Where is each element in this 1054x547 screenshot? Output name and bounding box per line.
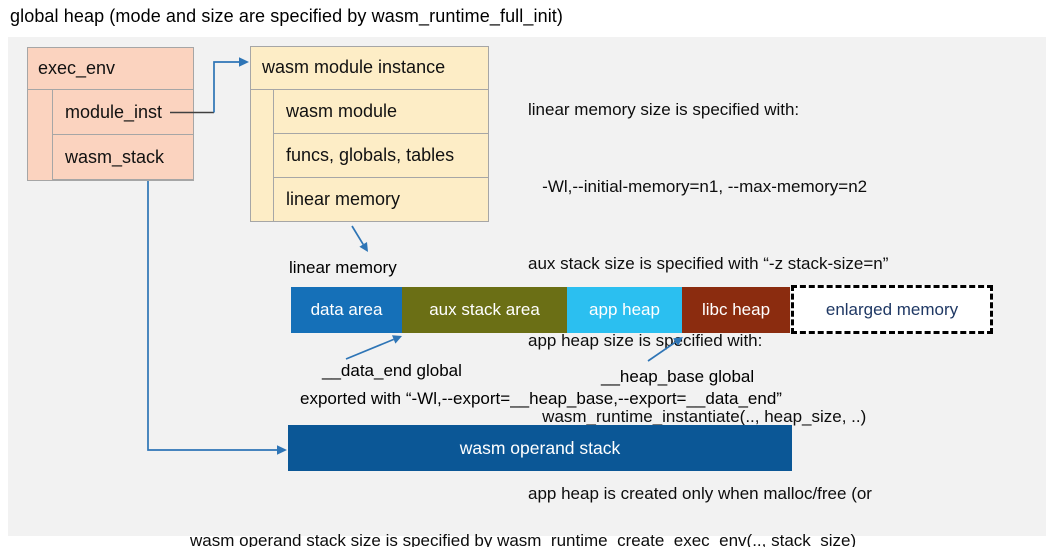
segment-libc-heap: libc heap — [682, 287, 790, 333]
info-line: linear memory size is specified with: — [528, 100, 800, 120]
diagram-title: global heap (mode and size are specified… — [10, 6, 563, 26]
exec-env-label: exec_env — [27, 47, 194, 90]
linear-memory-label: linear memory — [289, 258, 397, 277]
size-notes-text: linear memory size is specified with: -W… — [528, 46, 888, 547]
info-line: app heap is created only when malloc/fre… — [528, 484, 872, 504]
module-instance-label: wasm module instance — [250, 46, 489, 90]
note-line: wasm operand stack size is specified by … — [190, 531, 857, 547]
info-line: wasm_runtime_instantiate(.., heap_size, … — [528, 407, 867, 427]
export-flags-annotation: exported with “-Wl,--export=__heap_base,… — [300, 389, 782, 408]
data-end-annotation: __data_end global — [322, 361, 462, 380]
wasm-stack-box: wasm_stack — [52, 134, 194, 180]
segment-app-heap: app heap — [567, 287, 682, 333]
segment-data-area: data area — [291, 287, 402, 333]
heap-base-annotation: __heap_base global — [601, 367, 755, 386]
row-wasm-module: wasm module — [273, 89, 489, 134]
segment-enlarged-memory: enlarged memory — [791, 285, 993, 334]
segment-aux-stack-area: aux stack area — [402, 287, 567, 333]
operand-stack-note: wasm operand stack size is specified by … — [190, 481, 856, 547]
wasm-operand-stack-box: wasm operand stack — [288, 425, 792, 471]
row-funcs-globals-tables: funcs, globals, tables — [273, 133, 489, 178]
info-line: aux stack size is specified with “-z sta… — [528, 253, 889, 273]
info-line: -Wl,--initial-memory=n1, --max-memory=n2 — [528, 176, 868, 196]
row-linear-memory: linear memory — [273, 177, 489, 222]
module-inst-box: module_inst — [52, 89, 194, 135]
